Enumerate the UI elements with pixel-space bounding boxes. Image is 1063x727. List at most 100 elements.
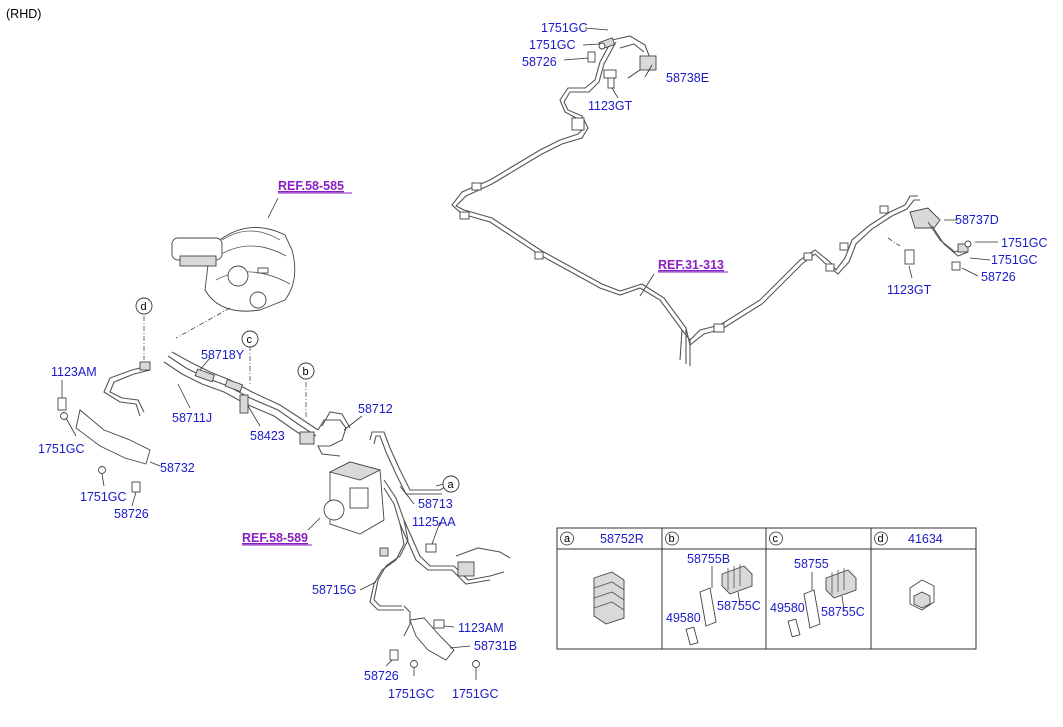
part-label-1751gc[interactable]: 1751GC (991, 253, 1038, 267)
part-label-58726[interactable]: 58726 (364, 669, 399, 683)
booster-stud (257, 267, 269, 274)
part-label-58726[interactable]: 58726 (981, 270, 1016, 284)
booster-port (249, 291, 267, 309)
hecu-valve-body (349, 487, 369, 509)
left-pipe-group (57, 316, 319, 507)
rear-brake-pipe-route (451, 39, 920, 366)
table-header-a: a 58752R (560, 531, 644, 546)
pipe-clip (194, 368, 216, 383)
pipe-clip (879, 205, 889, 214)
brake-booster-assembly (171, 197, 296, 339)
part-label-58732[interactable]: 58732 (160, 461, 195, 475)
clip-1751gc (98, 466, 106, 474)
part-label-1751gc[interactable]: 1751GC (452, 687, 499, 701)
bolt-1123gt (904, 249, 915, 265)
clip-1751gc (964, 240, 972, 248)
table-part-41634[interactable]: 41634 (908, 532, 943, 546)
pipe-clip (534, 251, 544, 260)
svg-text:b: b (669, 533, 675, 545)
pipe-bracket (457, 561, 475, 577)
hecu-group (299, 411, 511, 680)
hose-fitting (957, 243, 969, 253)
table-part-58755b[interactable]: 58755B (687, 552, 730, 566)
bolt-1125aa (425, 543, 437, 553)
part-label-58718y[interactable]: 58718Y (201, 348, 245, 362)
callout-a[interactable]: a (442, 475, 460, 493)
table-part-58755c[interactable]: 58755C (717, 599, 761, 613)
pipe-bracket (239, 394, 249, 414)
clip-1751gc (472, 660, 480, 668)
callout-d[interactable]: d (135, 297, 153, 315)
table-part-58755c[interactable]: 58755C (821, 605, 865, 619)
pipe-clip (713, 323, 725, 333)
bolt-58726 (587, 51, 596, 63)
part-label-58713[interactable]: 58713 (418, 497, 453, 511)
part-label-58712[interactable]: 58712 (358, 402, 393, 416)
svg-text:c: c (773, 533, 779, 545)
part-label-1123gt[interactable]: 1123GT (887, 283, 932, 297)
svg-text:a: a (448, 479, 455, 491)
pipe-clip (839, 242, 849, 251)
bolt-1123am (433, 619, 445, 629)
part-label-1751gc[interactable]: 1751GC (38, 442, 85, 456)
master-cylinder (179, 255, 217, 267)
ref-label-rear[interactable]: REF.31-313 (658, 258, 724, 272)
part-label-58715g[interactable]: 58715G (312, 583, 356, 597)
pipe-clip (224, 378, 244, 393)
booster-check-valve (227, 265, 249, 287)
pipe-clip (803, 252, 813, 261)
front-hose-assembly-top (563, 27, 657, 99)
bracket-58731b (409, 617, 455, 661)
bracket-58732 (75, 409, 151, 465)
clip-58755b-illustration (685, 564, 753, 646)
table-header-d: d 41634 (874, 531, 943, 546)
clip-58755-illustration (787, 568, 857, 638)
part-label-58726[interactable]: 58726 (114, 507, 149, 521)
pipe-clip (459, 211, 470, 220)
svg-text:d: d (141, 301, 147, 313)
ref-label-booster[interactable]: REF.58-585 (278, 179, 344, 193)
svg-text:b: b (303, 366, 309, 378)
part-label-1751gc[interactable]: 1751GC (388, 687, 435, 701)
part-label-1751gc[interactable]: 1751GC (541, 21, 588, 35)
hose-bracket (639, 55, 657, 71)
part-label-1751gc[interactable]: 1751GC (1001, 236, 1048, 250)
part-label-58738e[interactable]: 58738E (666, 71, 709, 85)
grommet-41634-illustration (909, 579, 935, 611)
table-header-b: b (665, 531, 679, 546)
clip-1751gc (60, 412, 68, 420)
table-part-58752r[interactable]: 58752R (600, 532, 644, 546)
part-label-1123gt[interactable]: 1123GT (588, 99, 633, 113)
pipe-clip (571, 117, 585, 131)
table-part-58755[interactable]: 58755 (794, 557, 829, 571)
rear-hose-assembly-right (887, 207, 998, 279)
part-label-1123am[interactable]: 1123AM (51, 365, 97, 379)
bolt-58726 (131, 481, 141, 493)
callout-b[interactable]: b (297, 362, 315, 380)
pipe-bracket (299, 431, 315, 445)
detail-table: a 58752R b c d 41634 58755B 58755C 49580 (556, 527, 977, 650)
callout-c[interactable]: c (241, 330, 259, 348)
part-label-1751gc[interactable]: 1751GC (529, 38, 576, 52)
pipe-clip (825, 263, 835, 272)
part-label-1125aa[interactable]: 1125AA (412, 515, 456, 529)
clip-58752r-illustration (593, 571, 625, 625)
pipe-clip (379, 547, 389, 557)
table-part-49580[interactable]: 49580 (666, 611, 701, 625)
part-label-1123am[interactable]: 1123AM (458, 621, 504, 635)
hecu-top-face (328, 461, 382, 481)
hecu-motor (323, 499, 345, 521)
bolt-1123am (57, 397, 67, 411)
table-part-49580[interactable]: 49580 (770, 601, 805, 615)
part-label-58711j[interactable]: 58711J (172, 411, 212, 425)
hose-end-fitting (603, 69, 617, 79)
bolt-58726 (951, 261, 961, 271)
brake-booster (204, 227, 296, 312)
ref-label-hecu[interactable]: REF.58-589 (242, 531, 308, 545)
part-label-58726[interactable]: 58726 (522, 55, 557, 69)
part-label-1751gc[interactable]: 1751GC (80, 490, 127, 504)
part-label-58731b[interactable]: 58731B (474, 639, 517, 653)
part-label-58423[interactable]: 58423 (250, 429, 285, 443)
part-label-58737d[interactable]: 58737D (955, 213, 999, 227)
